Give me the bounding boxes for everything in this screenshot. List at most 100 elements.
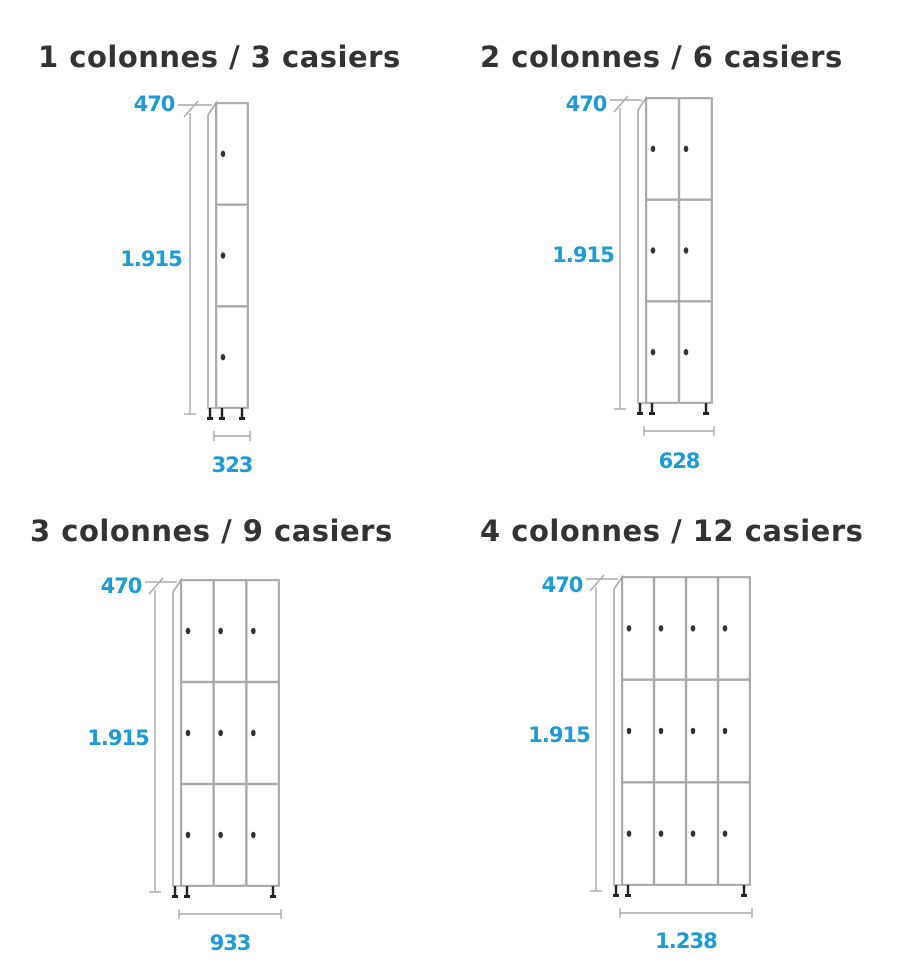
locker-door (621, 782, 655, 886)
locker-door (213, 681, 247, 785)
locker-door (653, 782, 687, 886)
width-label: 933 (210, 931, 251, 955)
locker-door (653, 576, 687, 680)
panel-title-1: 1 colonnes / 3 casiers (38, 40, 401, 74)
locker-side-panel (207, 100, 217, 409)
locker-door (180, 681, 214, 785)
locker-door (678, 301, 713, 404)
locker-3: 470 1.915 933 (87, 574, 282, 955)
lock-icon (220, 353, 226, 361)
locker-door (180, 579, 214, 683)
lock-icon (650, 145, 656, 153)
locker-door (215, 102, 249, 205)
panel-title-4: 4 colonnes / 12 casiers (480, 514, 864, 548)
locker-foot-pad (649, 412, 655, 415)
locker-door (246, 783, 280, 887)
lock-icon (220, 252, 226, 259)
panel-title-3: 3 colonnes / 9 casiers (30, 514, 393, 548)
locker-door (717, 576, 751, 680)
locker-door (213, 579, 247, 683)
width-label: 1.238 (655, 929, 717, 953)
locker-foot-pad (613, 894, 619, 897)
locker-door (678, 199, 713, 302)
lock-icon (626, 830, 632, 837)
locker-door (685, 679, 719, 783)
locker-side-panel (613, 574, 623, 886)
depth-label: 470 (101, 574, 142, 598)
locker-door (653, 679, 687, 783)
lock-icon (251, 627, 256, 635)
lock-icon (218, 729, 223, 737)
locker-door (645, 97, 680, 200)
depth-label: 470 (566, 92, 607, 116)
height-label: 1.915 (120, 247, 182, 271)
locker-door (213, 783, 247, 887)
lock-icon (690, 830, 696, 837)
lock-icon (722, 625, 728, 632)
lock-icon (690, 727, 696, 735)
lock-icon (683, 145, 689, 153)
locker-door (621, 679, 655, 783)
locker-foot-pad (172, 895, 178, 898)
lock-icon (626, 727, 632, 735)
locker-1: 470 1.915 323 (120, 92, 253, 477)
depth-label: 470 (134, 92, 175, 116)
height-label: 1.915 (87, 726, 149, 750)
lock-icon (218, 627, 223, 635)
locker-side-panel (172, 577, 182, 887)
locker-2: 470 1.915 628 (552, 92, 715, 473)
lock-icon (683, 348, 689, 356)
lock-icon (251, 831, 256, 839)
locker-door (645, 199, 680, 302)
locker-door (645, 301, 680, 404)
height-label: 1.915 (552, 243, 614, 267)
height-label: 1.915 (528, 723, 590, 747)
locker-foot-pad (270, 895, 276, 898)
locker-foot-pad (703, 412, 709, 415)
locker-door (246, 579, 280, 683)
locker-foot-pad (184, 895, 190, 898)
lock-icon (690, 625, 696, 632)
locker-foot-pad (625, 894, 631, 897)
depth-dimension-slash (613, 95, 629, 113)
lock-icon (185, 729, 191, 737)
lock-icon (220, 150, 226, 158)
lock-icon (658, 830, 664, 837)
lock-icon (218, 831, 223, 839)
locker-door (717, 782, 751, 886)
width-label: 323 (212, 453, 253, 477)
panel-title-2: 2 colonnes / 6 casiers (480, 40, 843, 74)
lock-icon (683, 247, 689, 254)
lock-icon (185, 627, 191, 635)
width-label: 628 (659, 449, 700, 473)
locker-door (215, 306, 249, 409)
lock-icon (658, 625, 664, 632)
locker-door (180, 783, 214, 887)
lock-icon (722, 727, 728, 735)
locker-foot-pad (741, 894, 747, 897)
lock-icon (722, 830, 728, 837)
locker-side-panel (637, 95, 647, 404)
locker-foot-pad (239, 417, 245, 420)
locker-body (180, 579, 280, 887)
depth-dimension-slash (589, 574, 605, 592)
locker-door (685, 782, 719, 886)
locker-4: 470 1.915 1.238 (528, 573, 753, 953)
locker-door (685, 576, 719, 680)
lock-icon (650, 348, 656, 356)
locker-door (717, 679, 751, 783)
locker-door (621, 576, 655, 680)
lock-icon (185, 831, 191, 839)
depth-dimension-slash (148, 577, 164, 595)
locker-door (215, 204, 249, 307)
locker-door (246, 681, 280, 785)
lock-icon (650, 247, 656, 254)
lock-icon (251, 729, 256, 737)
locker-foot-pad (637, 412, 643, 415)
lock-icon (626, 625, 632, 632)
locker-foot-pad (219, 417, 225, 420)
depth-label: 470 (542, 573, 583, 597)
depth-dimension-slash (183, 100, 199, 118)
locker-foot-pad (207, 417, 213, 420)
